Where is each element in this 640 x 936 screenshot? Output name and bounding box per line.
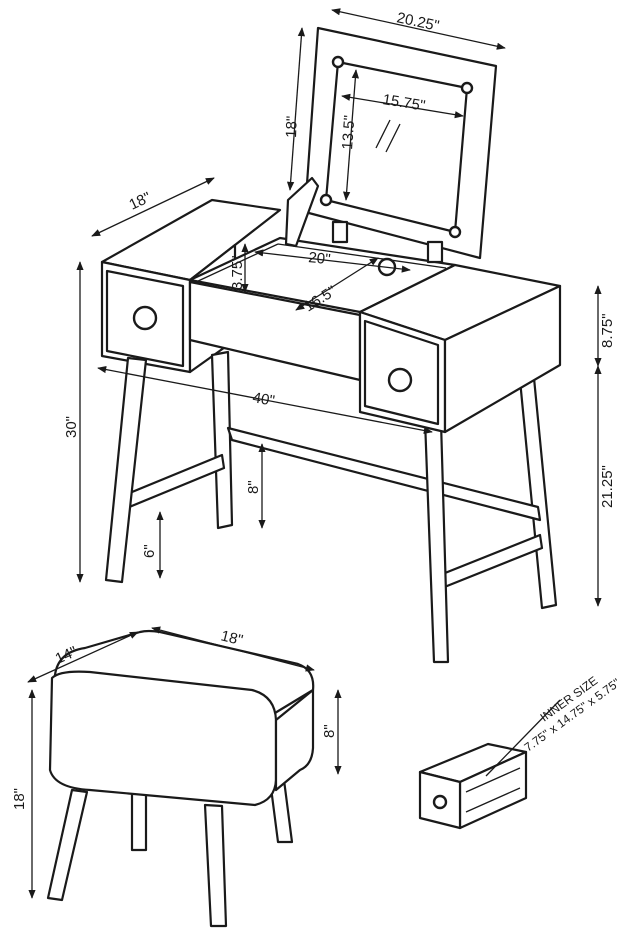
compartment-height-label: 3.75": [229, 255, 246, 290]
mirror-height-label: 18": [283, 116, 301, 139]
stool-width-label: 18": [219, 627, 244, 649]
mirror-width-label: 20.25": [395, 9, 440, 35]
rear-stretcher: [226, 426, 542, 522]
left-drawer-knob: [132, 305, 158, 331]
stool-front-right-leg: [203, 803, 228, 928]
front-right-leg: [423, 418, 450, 664]
drawer-detail: INNER SIZE 7.75" x 14.75" x 5.75": [418, 674, 623, 830]
stool-cushion-front: [48, 670, 278, 807]
mirror-clips: [319, 55, 474, 239]
right-stretcher: [438, 533, 544, 590]
right-drawer-knob: [387, 367, 413, 393]
stool-front-left-leg: [46, 788, 89, 902]
overall-height-label: 30": [63, 416, 80, 438]
stool-cushion-height-label: 8": [321, 724, 338, 738]
rear-right-leg: [518, 376, 558, 610]
top-depth-label: 18": [127, 189, 154, 214]
glass-width-label: 15.75": [381, 91, 426, 114]
front-left-leg: [104, 356, 148, 584]
stool: 14" 18" 8" 18": [11, 626, 342, 928]
inner-size-leader: [485, 699, 561, 777]
stool-cushion-side: [274, 688, 315, 792]
stool-height-label: 18": [11, 788, 28, 810]
foot-height-label: 6": [141, 544, 158, 558]
compartment-width-label: 20": [308, 249, 332, 268]
lid-support-arm: [284, 176, 320, 248]
lid-hinge-right: [426, 240, 444, 264]
rear-left-leg: [210, 350, 234, 530]
lid-hinge-left: [331, 220, 349, 244]
stool-rear-left-leg: [130, 788, 148, 852]
stretcher-height-label: 8": [245, 480, 262, 494]
leg-height-label: 21.25": [599, 465, 616, 508]
overall-width-label: 40": [251, 389, 276, 410]
mirror-lid: [284, 26, 498, 264]
glass-height-label: 13.5": [339, 115, 358, 151]
vanity-table: 20.25" 18" 15.75" 13.5" 18" 20" 3.75" 16…: [63, 8, 616, 664]
cabinet-height-label: 8.75": [599, 313, 616, 348]
drawer-knob: [432, 794, 448, 810]
